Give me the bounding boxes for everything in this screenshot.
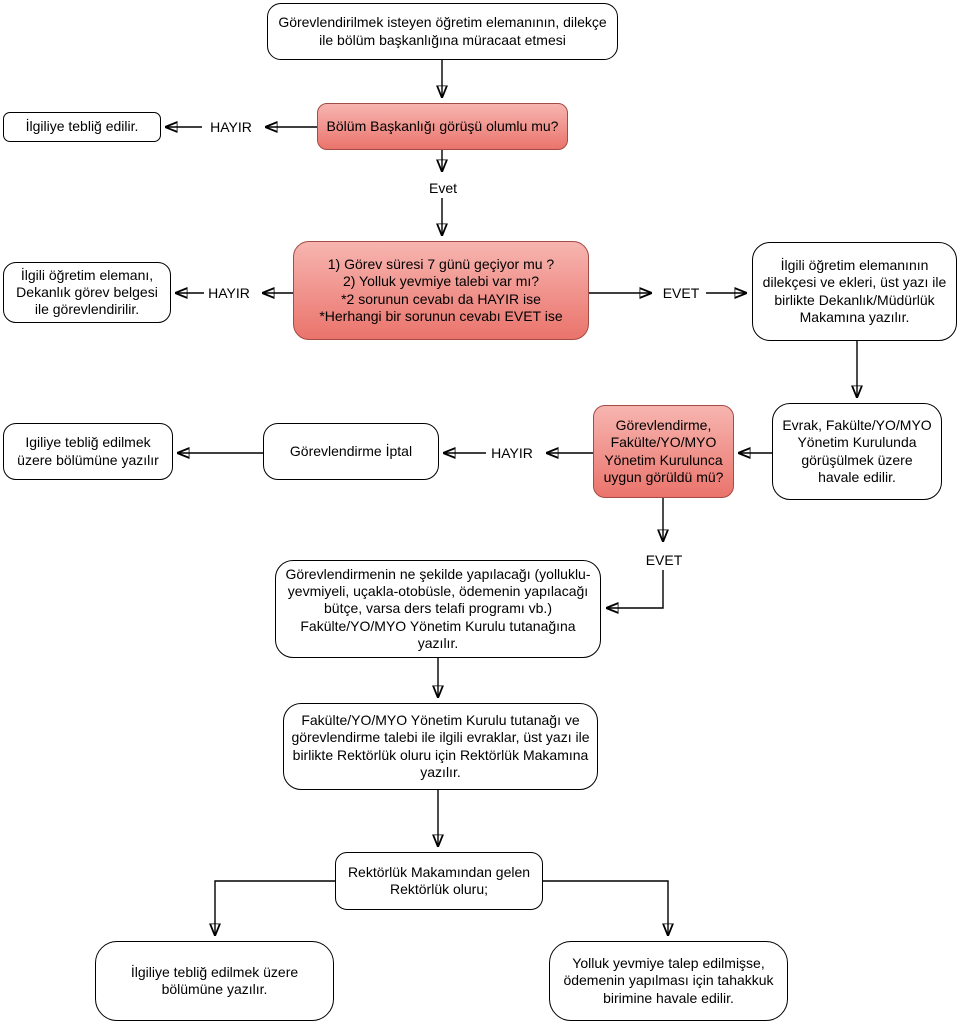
- node-rektorluk-oluru-yazilir: Fakülte/YO/MYO Yönetim Kurulu tutanağı v…: [283, 703, 598, 790]
- edge-label-evet-1: Evet: [426, 180, 460, 196]
- edge-label-hayir-2: HAYIR: [206, 285, 252, 301]
- node-ilgiliye-teblig-edilir: İlgiliye tebliğ edilir.: [3, 112, 161, 142]
- node-start: Görevlendirilmek isteyen öğretim elemanı…: [267, 3, 618, 60]
- node-dilekce-makamina-yazilir: İlgili öğretim elemanının dilekçesi ve e…: [752, 242, 957, 341]
- connector-olur-to-teblig: [215, 880, 335, 935]
- edge-label-evet-2: EVET: [660, 285, 702, 301]
- node-rektorluk-makamindan-gelen: Rektörlük Makamından gelen Rektörlük olu…: [335, 852, 543, 910]
- node-teblig-bolumune-yazilir: Igiliye tebliğ edilmek üzere bölümüne ya…: [3, 423, 173, 480]
- edge-label-hayir-1: HAYIR: [208, 119, 254, 135]
- node-gorevlendirme-iptal: Görevlendirme İptal: [263, 423, 439, 480]
- node-decision-yonetim-kurulu: Görevlendirme, Fakülte/YO/MYO Yönetim Ku…: [593, 405, 734, 498]
- node-tahakkuk-havale: Yolluk yevmiye talep edilmişse, ödemenin…: [549, 941, 788, 1021]
- node-evrak-havale: Evrak, Fakülte/YO/MYO Yönetim Kurulunda …: [772, 403, 942, 500]
- node-decision-gorev-sorulari: 1) Görev süresi 7 günü geçiyor mu ? 2) Y…: [293, 241, 589, 340]
- node-ilgiliye-teblig-final: İlgiliye tebliğ edilmek üzere bölümüne y…: [95, 941, 334, 1021]
- edge-label-evet-3: EVET: [643, 552, 685, 568]
- connector-olur-to-tahakkuk: [543, 880, 668, 935]
- connector-evet3-to-sekil: [607, 570, 664, 608]
- node-sekil-tutanagina-yazilir: Görevlendirmenin ne şekilde yapılacağı (…: [275, 560, 601, 658]
- node-decision-bolum-baskanligi: Bölüm Başkanlığı görüşü olumlu mu?: [317, 103, 568, 150]
- node-dekanlik-gorev-belgesi: İlgili öğretim elemanı, Dekanlık görev b…: [3, 262, 171, 323]
- edge-label-hayir-3: HAYIR: [489, 445, 535, 461]
